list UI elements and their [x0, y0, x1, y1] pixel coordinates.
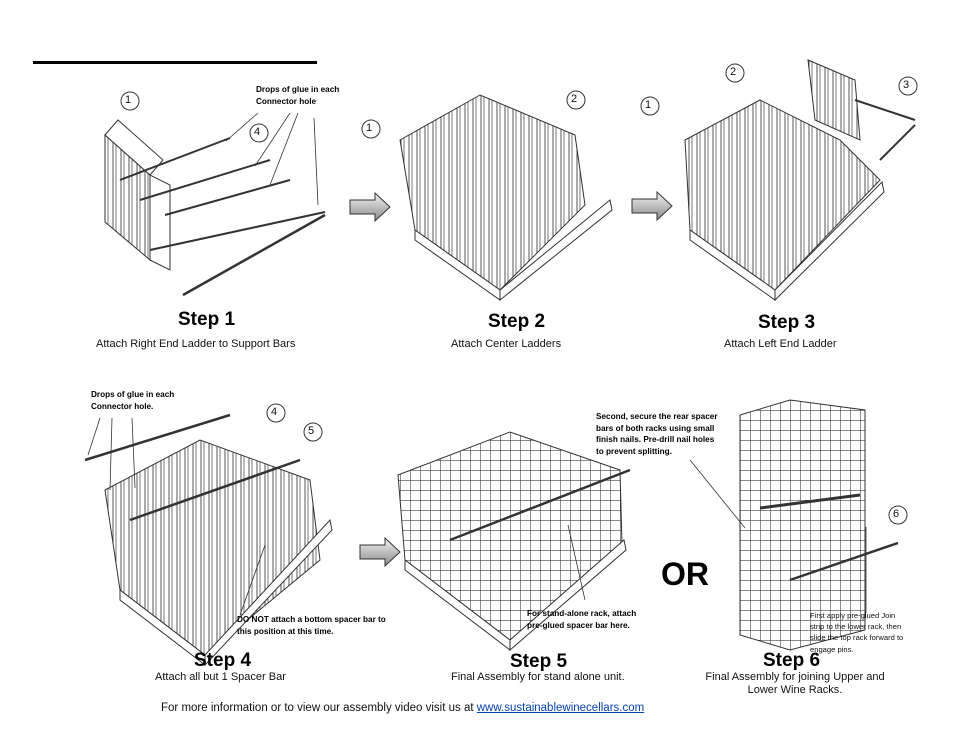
callout-1c-circle: [640, 96, 660, 116]
step4-illustration: [84, 413, 333, 667]
glue-note-step4: Drops of glue in each Connector hole.: [91, 390, 175, 411]
callout-6: 6: [893, 508, 900, 520]
callout-2: 2: [571, 93, 578, 105]
callout-1-circle: [120, 91, 140, 111]
step1-title: Step 1: [178, 309, 236, 330]
arrow-step2-to-3: [631, 190, 673, 222]
callout-1c: 1: [645, 99, 652, 111]
step5-desc: Final Assembly for stand alone unit.: [451, 671, 625, 683]
step3-title: Step 3: [758, 312, 816, 333]
callout-4b-circle: [266, 403, 286, 423]
website-link[interactable]: www.sustainablewinecellars.com: [476, 702, 645, 714]
callout-2b: 2: [730, 66, 737, 78]
step2-desc: Attach Center Ladders: [451, 338, 562, 350]
callout-4-circle: [249, 123, 269, 143]
header-rule: [33, 61, 317, 64]
join-strip-note: First apply pre-glued Join strip to the …: [810, 611, 904, 654]
callout-3-circle: [898, 76, 918, 96]
step6-desc: Final Assembly for joining Upper and Low…: [705, 671, 885, 696]
callout-1b: 1: [366, 122, 373, 134]
step2-illustration: [399, 94, 613, 302]
step4-desc: Attach all but 1 Spacer Bar: [155, 671, 286, 683]
callout-1: 1: [125, 94, 132, 106]
arrow-step1-to-2: [349, 191, 391, 223]
callout-4: 4: [254, 126, 261, 138]
callout-5-circle: [303, 422, 323, 442]
glue-note-step1: Drops of glue in each Connector hole: [256, 85, 340, 106]
step6-title: Step 6: [763, 650, 821, 671]
step1-desc: Attach Right End Ladder to Support Bars: [96, 338, 296, 350]
callout-4b: 4: [271, 406, 278, 418]
step3-illustration: [684, 59, 916, 302]
no-bottom-spacer-note: DO NOT attach a bottom spacer bar to thi…: [237, 615, 386, 636]
or-label: OR: [661, 556, 709, 592]
callout-6-circle: [888, 505, 908, 525]
step6-illustration: [689, 399, 899, 651]
callout-5: 5: [308, 425, 315, 437]
step4-title: Step 4: [194, 650, 252, 671]
step1-illustration: [104, 112, 326, 297]
callout-2-circle: [566, 90, 586, 110]
callout-3: 3: [903, 79, 910, 91]
footer-text: For more information or to view our asse…: [161, 702, 474, 714]
arrow-step4-to-5: [359, 536, 401, 568]
rear-spacer-note: Second, secure the rear spacer bars of b…: [596, 412, 718, 456]
standalone-note: For stand-alone rack, attach pre-glued s…: [527, 609, 637, 630]
footer: For more information or to view our asse…: [0, 702, 954, 714]
step5-illustration: [397, 431, 631, 652]
step2-title: Step 2: [488, 311, 546, 332]
step3-desc: Attach Left End Ladder: [724, 338, 837, 350]
step5-title: Step 5: [510, 651, 568, 672]
callout-2b-circle: [725, 63, 745, 83]
callout-1b-circle: [361, 119, 381, 139]
